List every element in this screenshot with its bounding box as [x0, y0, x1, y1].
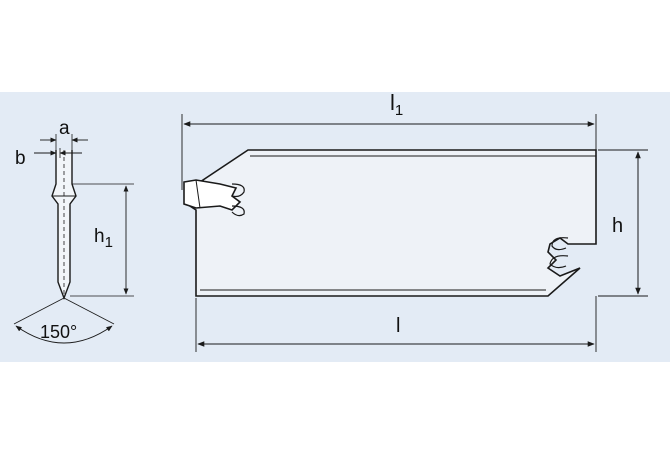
side-view	[183, 149, 597, 297]
label-h: h	[612, 215, 623, 237]
label-l: l	[396, 315, 400, 337]
end-view	[13, 134, 134, 344]
label-angle: 150°	[40, 322, 77, 342]
label-b: b	[15, 148, 26, 169]
dim-l1	[181, 114, 597, 190]
left-insert	[183, 179, 242, 211]
label-a: a	[59, 118, 70, 139]
angle-arc	[15, 325, 113, 344]
blade-body	[187, 149, 597, 297]
dim-l	[195, 296, 597, 352]
dim-h	[598, 149, 648, 297]
